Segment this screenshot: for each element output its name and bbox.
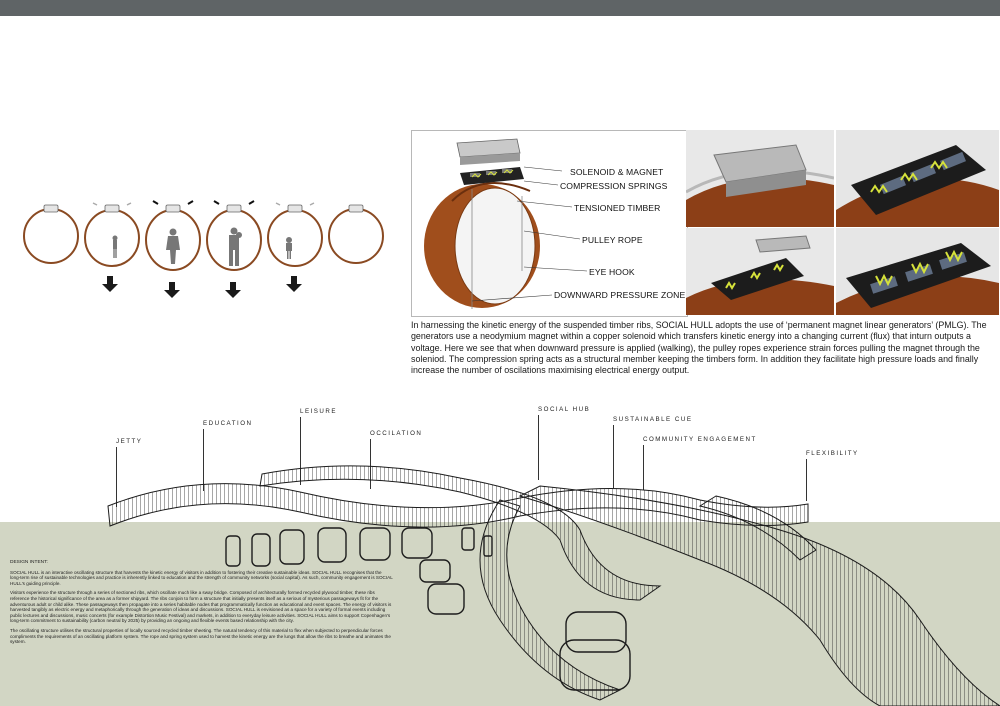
ring-2 — [84, 202, 140, 267]
callout-timber: TENSIONED TIMBER — [574, 203, 661, 213]
ring-5 — [267, 202, 323, 267]
design-intent-p2: Visitors experience the structure throug… — [10, 590, 392, 624]
leader-jetty — [116, 447, 117, 507]
design-intent-p3: The oscillating structure utilises the s… — [10, 627, 391, 645]
design-intent: DESIGN INTENT: SOCIAL HULL is an interac… — [10, 560, 393, 649]
label-jetty: JETTY — [116, 438, 143, 445]
label-social-hub: SOCIAL HUB — [538, 406, 591, 413]
ring-3 — [145, 200, 201, 271]
label-leisure: LEISURE — [300, 408, 337, 415]
label-flexibility: FLEXIBILITY — [806, 450, 859, 457]
label-education: EDUCATION — [203, 420, 253, 427]
label-occilation: OCCILATION — [370, 430, 423, 437]
generator-description: In harnessing the kinetic energy of the … — [411, 320, 987, 376]
ring-6 — [328, 204, 384, 264]
label-community-engagement: COMMUNITY ENGAGEMENT — [643, 436, 757, 443]
render-housing — [686, 130, 834, 227]
callout-hook: EYE HOOK — [589, 267, 635, 277]
design-intent-p1: SOCIAL HULL is an interactive oscillatin… — [10, 569, 393, 586]
render-springs — [836, 228, 999, 315]
leader-sustainable-cue — [613, 425, 614, 488]
design-intent-heading: DESIGN INTENT: — [10, 560, 48, 565]
ring-4 — [206, 200, 262, 271]
label-sustainable-cue: SUSTAINABLE CUE — [613, 416, 693, 423]
leader-community-engagement — [643, 445, 644, 490]
callout-pressure: DOWNWARD PRESSURE ZONE — [554, 290, 686, 300]
ring-1 — [23, 204, 79, 264]
callout-springs: COMPRESSION SPRINGS — [560, 181, 668, 191]
oscillation-sequence — [0, 190, 400, 320]
callout-solenoid: SOLENOID & MAGNET — [570, 167, 664, 177]
leader-occilation — [370, 439, 371, 489]
top-bar — [0, 0, 1000, 16]
render-assembly — [686, 228, 834, 315]
render-magnets — [836, 130, 999, 227]
leader-social-hub — [538, 415, 539, 480]
leader-flexibility — [806, 459, 807, 501]
generator-diagram: SOLENOID & MAGNET COMPRESSION SPRINGS TE… — [411, 130, 688, 317]
callout-rope: PULLEY ROPE — [582, 235, 643, 245]
leader-education — [203, 429, 204, 491]
leader-leisure — [300, 417, 301, 485]
